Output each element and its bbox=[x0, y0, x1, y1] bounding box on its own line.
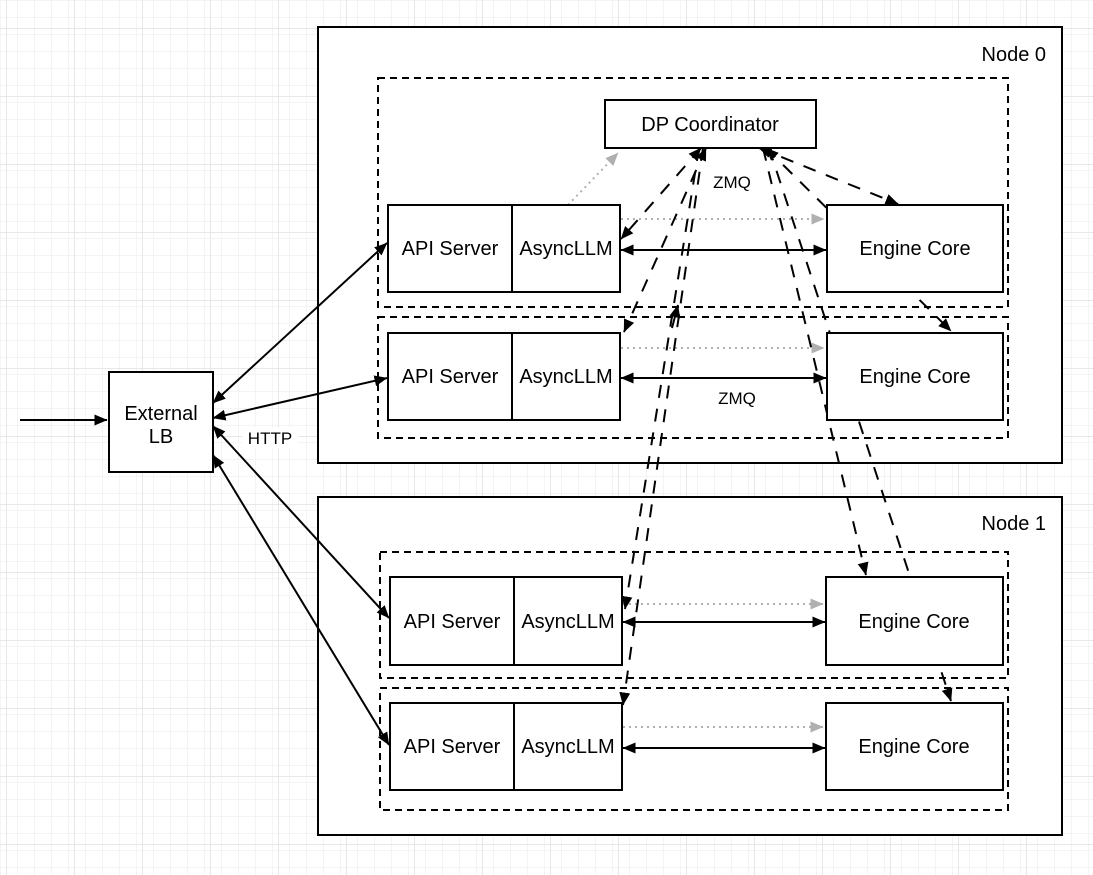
external-lb: External LB bbox=[108, 371, 214, 473]
node0-replica0: API Server AsyncLLM Engine Core bbox=[387, 204, 1004, 293]
asyncllm-label-n0r2: AsyncLLM bbox=[519, 366, 612, 388]
dashed-arrow-coordinator-engine-n1r1 bbox=[762, 147, 869, 576]
engine-core-label-n0r1: Engine Core bbox=[859, 238, 970, 260]
connectors bbox=[20, 147, 953, 754]
api-server-asyncllm-box-n1r2 bbox=[389, 702, 623, 791]
external-lb-label-line1: External bbox=[124, 403, 197, 425]
zmq-label-top: ZMQ bbox=[713, 173, 751, 192]
dp-coordinator: DP Coordinator bbox=[604, 99, 817, 149]
api-server-asyncllm-box-n0r2 bbox=[387, 332, 621, 421]
labels: Node 0 Node 1 ZMQ ZMQ HTTP bbox=[242, 44, 1046, 535]
node1-label: Node 1 bbox=[982, 513, 1047, 535]
node1-replica0: API Server AsyncLLM Engine Core bbox=[389, 576, 1004, 666]
zmq-label-bg-row2 bbox=[713, 386, 761, 407]
api-server-label-n1r1: API Server bbox=[404, 611, 501, 633]
api-server-asyncllm-box-n0r1 bbox=[387, 204, 621, 293]
node1-replica1-groupbox bbox=[379, 687, 1009, 811]
zmq-label-bg-top bbox=[708, 170, 756, 191]
http-label: HTTP bbox=[248, 429, 292, 448]
dotted-arrow-asyncllm-coordinator bbox=[567, 152, 619, 206]
node0-label: Node 0 bbox=[982, 44, 1047, 66]
dashed-arrowhead-up-mid bbox=[669, 304, 681, 329]
engine-core-box-n1r1 bbox=[825, 576, 1004, 666]
node0-replica1: API Server AsyncLLM Engine Core bbox=[387, 332, 1004, 421]
node1-replica1: API Server AsyncLLM Engine Core bbox=[389, 702, 1004, 791]
dp-coordinator-box bbox=[604, 99, 817, 149]
asyncllm-label-n1r2: AsyncLLM bbox=[521, 736, 614, 758]
api-server-label-n1r2: API Server bbox=[404, 736, 501, 758]
asyncllm-label-n1r1: AsyncLLM bbox=[521, 611, 614, 633]
engine-core-label-n1r2: Engine Core bbox=[858, 736, 969, 758]
external-lb-box bbox=[108, 371, 214, 473]
external-lb-label-line2: LB bbox=[149, 426, 173, 448]
engine-core-box-n1r2 bbox=[825, 702, 1004, 791]
engine-core-box-n0r1 bbox=[826, 204, 1004, 293]
node0-replica0-groupbox bbox=[377, 77, 1009, 308]
dashed-arrow-coordinator-asyncllm-n1r2 bbox=[619, 147, 704, 706]
engine-core-box-n0r2 bbox=[826, 332, 1004, 421]
http-label-bg bbox=[242, 427, 298, 448]
api-server-label-n0r2: API Server bbox=[402, 366, 499, 388]
zmq-label-row2: ZMQ bbox=[718, 389, 756, 408]
dp-coordinator-label: DP Coordinator bbox=[641, 114, 779, 136]
asyncllm-label-n0r1: AsyncLLM bbox=[519, 238, 612, 260]
engine-core-label-n0r2: Engine Core bbox=[859, 366, 970, 388]
api-server-label-n0r1: API Server bbox=[402, 238, 499, 260]
http-arrow-lb-apiserver-n1r2 bbox=[212, 454, 390, 746]
api-server-asyncllm-box-n1r1 bbox=[389, 576, 623, 666]
dashed-arrow-coordinator-asyncllm-n1r1 bbox=[621, 147, 700, 610]
engine-core-label-n1r1: Engine Core bbox=[858, 611, 969, 633]
dashed-arrow-coordinator-asyncllm-n0r2 bbox=[623, 147, 707, 333]
http-arrow-lb-apiserver-n0r2 bbox=[212, 375, 388, 421]
